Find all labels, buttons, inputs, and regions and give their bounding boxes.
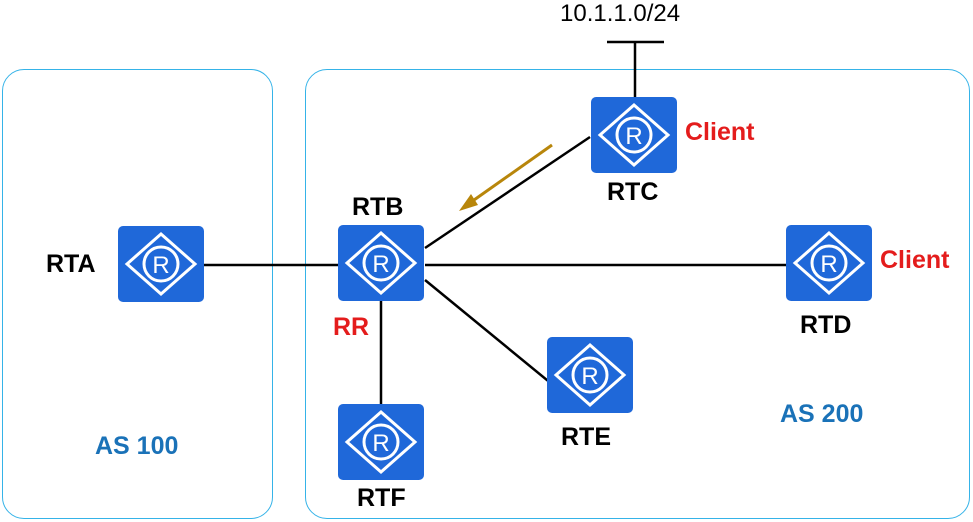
- route-advertise-arrowhead: [459, 194, 478, 211]
- router-rte-label: RTE: [561, 423, 611, 451]
- svg-text:R: R: [372, 430, 389, 457]
- link-rtb-rtc: [424, 135, 591, 250]
- svg-text:R: R: [625, 123, 642, 150]
- svg-text:R: R: [152, 252, 169, 279]
- svg-text:R: R: [372, 251, 389, 278]
- svg-text:R: R: [820, 251, 837, 278]
- router-rtc-label: RTC: [607, 178, 659, 206]
- role-rtd-client-label: Client: [880, 246, 950, 274]
- route-advertise-arrow: [473, 143, 553, 202]
- role-rtc-client-label: Client: [685, 118, 755, 146]
- router-rtb-icon[interactable]: R: [338, 225, 424, 301]
- svg-text:R: R: [581, 363, 598, 390]
- router-rtb-label: RTB: [352, 193, 404, 221]
- router-rta-icon[interactable]: R: [118, 226, 204, 302]
- router-rta-label: RTA: [46, 250, 96, 278]
- router-rtf-icon[interactable]: R: [338, 404, 424, 480]
- router-rtc-icon[interactable]: R: [591, 97, 677, 173]
- link-rtb-rte: [424, 279, 554, 386]
- router-rtd-label: RTD: [800, 311, 852, 339]
- network-prefix-label: 10.1.1.0/24: [560, 0, 681, 27]
- as-200-boundary: [305, 69, 970, 519]
- as-100-boundary: [2, 69, 273, 519]
- as-100-label: AS 100: [95, 432, 179, 460]
- role-rr-label: RR: [333, 313, 370, 341]
- router-rtd-icon[interactable]: R: [786, 225, 872, 301]
- as-200-label: AS 200: [780, 400, 864, 428]
- router-rte-icon[interactable]: R: [547, 337, 633, 413]
- router-rtf-label: RTF: [357, 484, 406, 512]
